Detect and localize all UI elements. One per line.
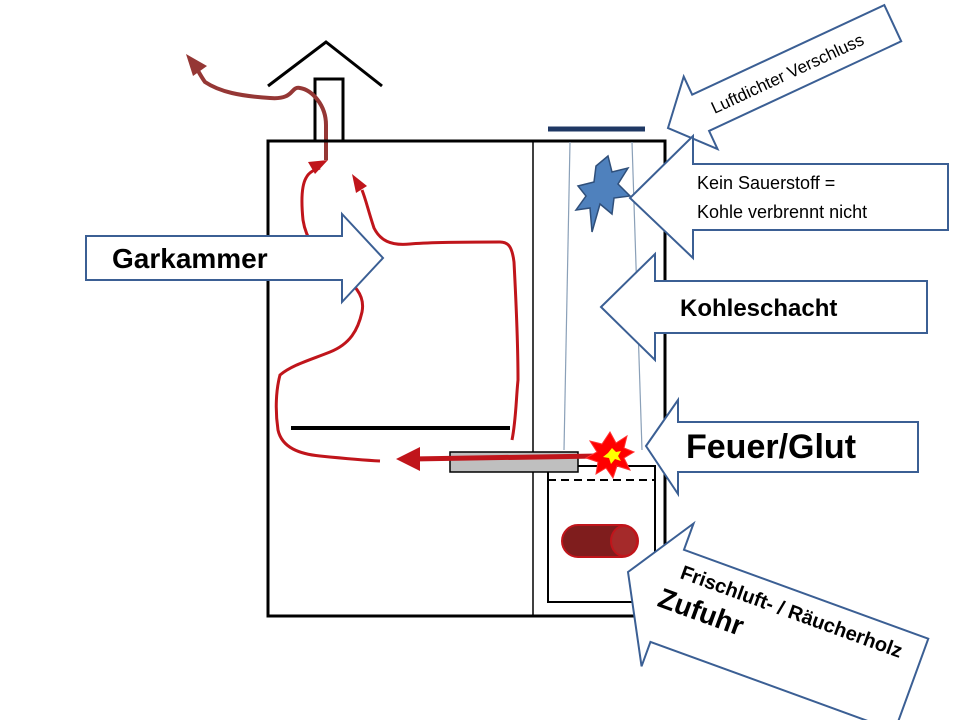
smoker-body: [266, 139, 667, 618]
callout-kein-sauerstoff: [628, 133, 949, 261]
smoke-return-path: [360, 189, 520, 441]
callout-luftdicht: [666, 3, 903, 151]
label-kein-sauerstoff-2: Kohle verbrennt nicht: [697, 202, 867, 222]
smoke-return-arrowhead: [352, 174, 367, 193]
no-oxygen-burst: [574, 154, 632, 233]
smoke-exit-arrowhead: [186, 54, 207, 76]
smoke-flow-path: [274, 166, 381, 463]
fire-core: [603, 448, 621, 464]
callout-frischluft: [626, 520, 930, 725]
wood-log-end: [610, 525, 638, 557]
smoke-flow-arrowhead-left: [308, 160, 328, 174]
callout-garkammer: [85, 211, 385, 305]
fire-flow-line: [411, 453, 599, 462]
chimney-roof: [267, 40, 383, 88]
shaft-line-left: [563, 141, 571, 451]
label-kein-sauerstoff-1: Kein Sauerstoff =: [697, 173, 835, 193]
chimney: [313, 77, 345, 143]
callout-feuer: [644, 396, 919, 498]
fire-flow-arrowhead: [396, 447, 420, 471]
label-feuer: Feuer/Glut: [686, 428, 856, 466]
label-luftdicht: Luftdichter Verschluss: [708, 30, 867, 118]
callout-kohleschacht: [599, 251, 928, 363]
label-kohleschacht: Kohleschacht: [680, 295, 837, 322]
smoke-exit-path: [193, 64, 328, 160]
callout-frischluft-group: Frischluft- / Räucherholz Zufuhr: [626, 520, 930, 725]
label-garkammer: Garkammer: [112, 243, 268, 274]
